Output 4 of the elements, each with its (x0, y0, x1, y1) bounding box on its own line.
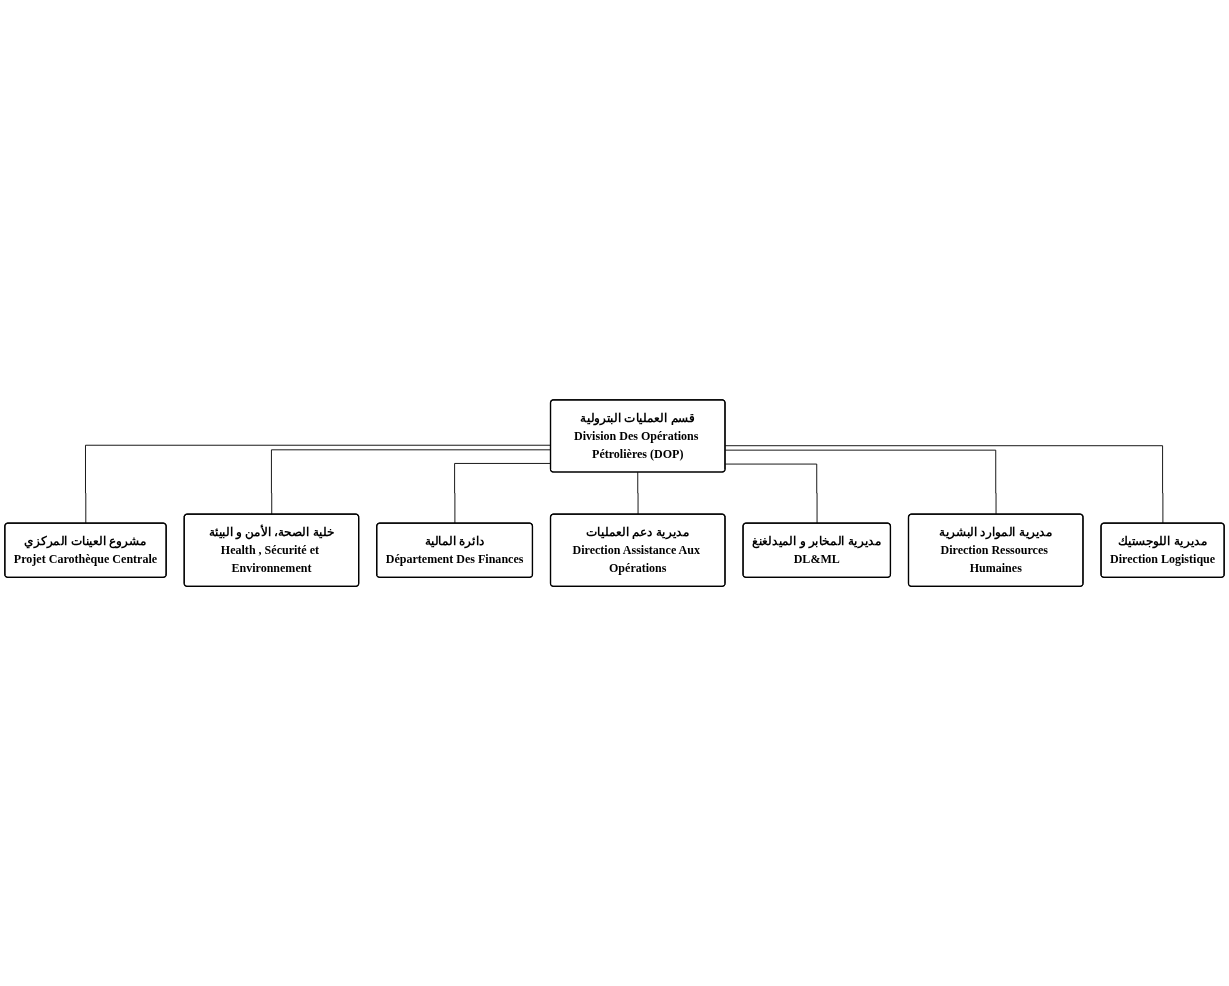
connector (637, 471, 639, 515)
connector (724, 449, 997, 515)
connector (724, 445, 1164, 524)
connector (724, 463, 818, 524)
